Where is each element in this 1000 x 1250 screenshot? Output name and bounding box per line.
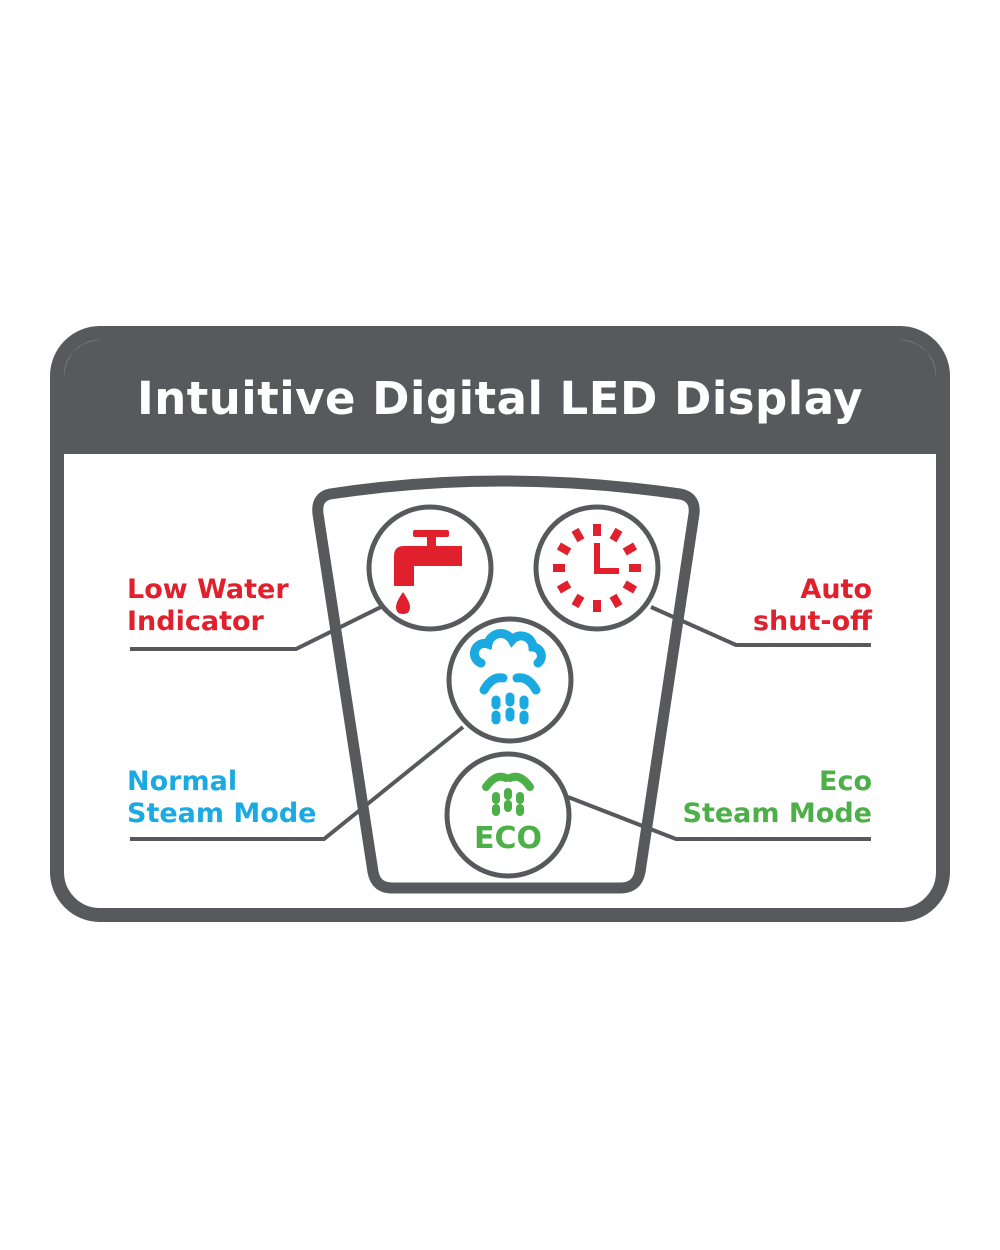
label-line: Normal — [127, 766, 238, 797]
label-normal-steam-mode: Normal Steam Mode — [127, 766, 316, 830]
eco-steam-button[interactable]: ECO — [444, 751, 572, 879]
label-low-water-indicator: Low Water Indicator — [127, 574, 289, 638]
label-line: Auto — [800, 574, 872, 605]
card-header: Intuitive Digital LED Display — [64, 340, 936, 454]
label-line: Low Water — [127, 574, 289, 605]
low-water-indicator-button[interactable] — [366, 504, 494, 632]
label-line: Eco — [819, 766, 872, 797]
clock-tick — [622, 542, 638, 556]
label-line: Indicator — [127, 606, 264, 637]
clock-hands — [594, 543, 619, 574]
steam-cloud-icon — [469, 629, 546, 725]
clock-tick — [571, 593, 585, 609]
leader-line-low-water — [130, 604, 384, 651]
normal-steam-button[interactable] — [446, 616, 574, 744]
label-line: Steam Mode — [127, 798, 317, 829]
clock-tick — [609, 527, 623, 543]
leader-line-eco-steam — [567, 795, 871, 841]
label-eco-steam-mode: Eco Steam Mode — [683, 766, 872, 830]
clock-tick — [609, 593, 623, 609]
leader-line-auto-shutoff — [650, 605, 871, 647]
clock-icon — [553, 524, 641, 612]
clock-tick — [556, 542, 572, 556]
card-title: Intuitive Digital LED Display — [136, 371, 864, 425]
clock-tick — [571, 527, 585, 543]
eco-icon-text: ECO — [474, 821, 542, 856]
led-display-card: Intuitive Digital LED Display — [50, 326, 950, 922]
label-line: Steam Mode — [682, 798, 872, 829]
eco-steam-icon — [482, 772, 534, 816]
leader-line-normal-steam — [130, 725, 465, 841]
auto-shutoff-button[interactable] — [533, 504, 661, 632]
label-auto-shutoff: Auto shut-off — [753, 574, 872, 638]
label-line: shut-off — [752, 606, 872, 637]
clock-tick — [556, 580, 572, 594]
clock-tick — [622, 580, 638, 594]
faucet-drop-icon — [394, 530, 462, 614]
